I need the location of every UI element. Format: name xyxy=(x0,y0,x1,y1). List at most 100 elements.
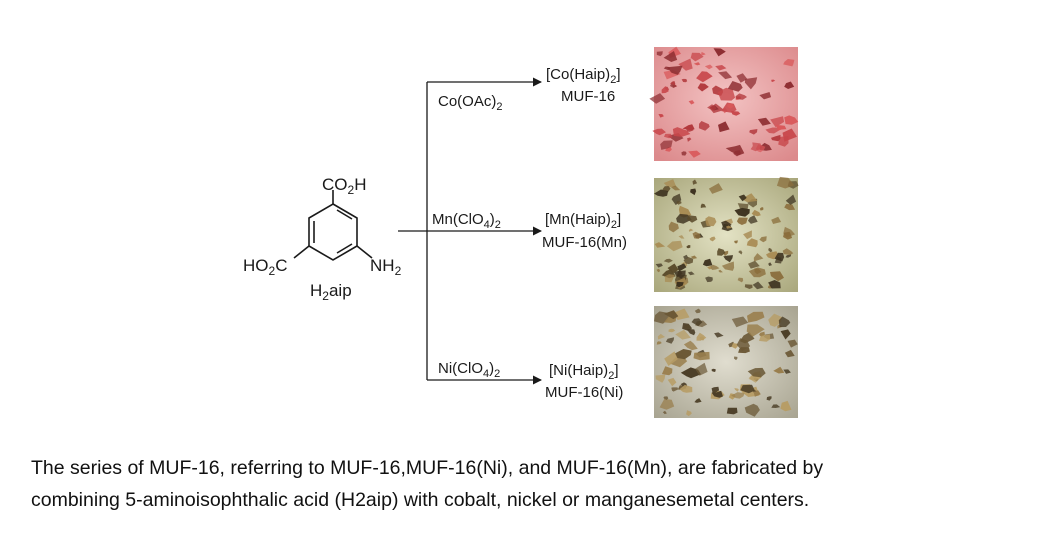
crystal-fragment xyxy=(656,268,661,273)
crystal-fragment xyxy=(692,231,701,239)
crystal-fragment xyxy=(771,216,782,224)
product-formula-nickel: [Ni(Haip)2] xyxy=(549,362,618,382)
crystal-fragment xyxy=(748,267,766,278)
product-formula-cobalt: [Co(Haip)2] xyxy=(546,66,620,86)
product-formula-manganese: [Mn(Haip)2] xyxy=(545,211,621,231)
crystal-fragment xyxy=(654,189,669,197)
crystal-fragment xyxy=(665,147,672,152)
crystal-fragment xyxy=(666,65,683,75)
crystal-fragment xyxy=(744,284,753,289)
crystal-fragment xyxy=(710,264,720,270)
crystal-fragment xyxy=(721,261,735,271)
crystal-fragment xyxy=(661,366,673,376)
crystal-fragment xyxy=(671,185,681,191)
crystal-fragment xyxy=(768,262,772,266)
crystal-fragment xyxy=(717,87,736,101)
crystal-fragment xyxy=(696,71,713,83)
crystal-fragment xyxy=(771,134,781,142)
crystal-fragment xyxy=(785,194,797,205)
crystal-fragment xyxy=(784,349,795,358)
crystal-fragment xyxy=(783,59,795,67)
crystal-fragment xyxy=(748,215,758,224)
crystal-fragment xyxy=(661,86,669,94)
crystal-fragment xyxy=(657,333,665,340)
crystal-fragment xyxy=(717,248,726,256)
crystal-fragment xyxy=(686,329,696,336)
crystal-fragment xyxy=(655,263,663,268)
crystal-fragment xyxy=(771,404,781,408)
ring-double-bond-1 xyxy=(336,209,353,220)
crystal-fragment xyxy=(736,73,748,83)
amine-label: NH2 xyxy=(370,256,402,278)
crystal-fragment xyxy=(759,236,767,243)
crystal-fragment xyxy=(742,193,758,203)
product-name-manganese: MUF-16(Mn) xyxy=(542,234,627,251)
crystal-fragment xyxy=(667,263,679,274)
crystal-fragment xyxy=(692,179,698,185)
crystal-fragment xyxy=(676,213,692,224)
crystal-fragment xyxy=(778,316,791,328)
crystal-fragment xyxy=(744,77,758,90)
crystal-fragment xyxy=(654,242,666,248)
crystal-fragment xyxy=(683,254,689,260)
crystal-fragment xyxy=(683,257,694,265)
crystal-fragment xyxy=(682,124,695,131)
crystal-photo-manganese xyxy=(654,176,799,292)
ligand-name: H2aip xyxy=(310,281,352,303)
crystal-fragment xyxy=(668,221,679,233)
crystal-fragment xyxy=(660,140,673,150)
crystal-fragment xyxy=(686,410,692,417)
crystal-fragment xyxy=(753,390,761,397)
crystal-fragment xyxy=(735,93,747,100)
crystal-fragment xyxy=(678,58,693,71)
crystal-fragment xyxy=(768,313,783,327)
crystal-fragment xyxy=(734,240,738,244)
crystal-fragment xyxy=(688,228,694,232)
crystal-fragment xyxy=(757,117,771,126)
carboxyl-top-label: CO2H xyxy=(322,175,366,197)
crystal-fragment xyxy=(725,225,733,229)
crystal-fragment xyxy=(691,318,703,327)
crystal-fragment xyxy=(675,329,691,340)
crystal-fragment xyxy=(738,194,747,202)
carboxyl-left-label: HO2C xyxy=(243,256,287,278)
crystal-fragment xyxy=(662,186,671,193)
crystal-fragment xyxy=(707,265,712,270)
crystal-fragment xyxy=(709,236,716,242)
crystal-fragment xyxy=(776,176,795,189)
crystal-fragment xyxy=(664,274,675,283)
crystal-fragment xyxy=(663,258,673,263)
crystal-fragment xyxy=(771,79,776,82)
reagent-manganese: Mn(ClO4)2 xyxy=(432,211,501,231)
crystal-fragment xyxy=(784,81,795,89)
crystal-fragment xyxy=(705,216,717,227)
crystal-fragment xyxy=(731,392,745,399)
crystal-fragment xyxy=(686,245,691,249)
crystal-fragment xyxy=(668,328,676,333)
crystal-fragment xyxy=(743,230,752,240)
crystal-fragment xyxy=(782,128,797,142)
crystal-fragment xyxy=(690,188,697,196)
crystal-fragment xyxy=(690,255,698,259)
crystal-fragment xyxy=(666,240,683,252)
crystal-fragment xyxy=(774,256,782,264)
crystal-fragment xyxy=(658,114,664,118)
crystal-fragment xyxy=(725,144,745,156)
caption-line-2: combining 5-aminoisophthalic acid (H2aip… xyxy=(31,489,810,511)
crystal-fragment xyxy=(688,100,695,105)
crystal-fragment xyxy=(775,124,787,131)
crystal-fragment xyxy=(783,231,793,240)
crystal-fragment xyxy=(690,52,704,62)
crystal-fragment xyxy=(676,201,682,205)
crystal-fragment xyxy=(753,253,764,262)
crystal-fragment xyxy=(740,384,755,394)
crystal-fragment xyxy=(744,403,760,417)
crystal-fragment xyxy=(785,254,792,258)
crystal-fragment xyxy=(688,150,701,158)
crystal-fragment xyxy=(678,235,685,239)
crystal-fragment xyxy=(787,339,798,348)
crystal-fragment xyxy=(674,349,692,360)
crystal-fragment xyxy=(664,133,673,139)
benzene-ring xyxy=(308,203,358,261)
crystal-fragment xyxy=(770,116,785,128)
